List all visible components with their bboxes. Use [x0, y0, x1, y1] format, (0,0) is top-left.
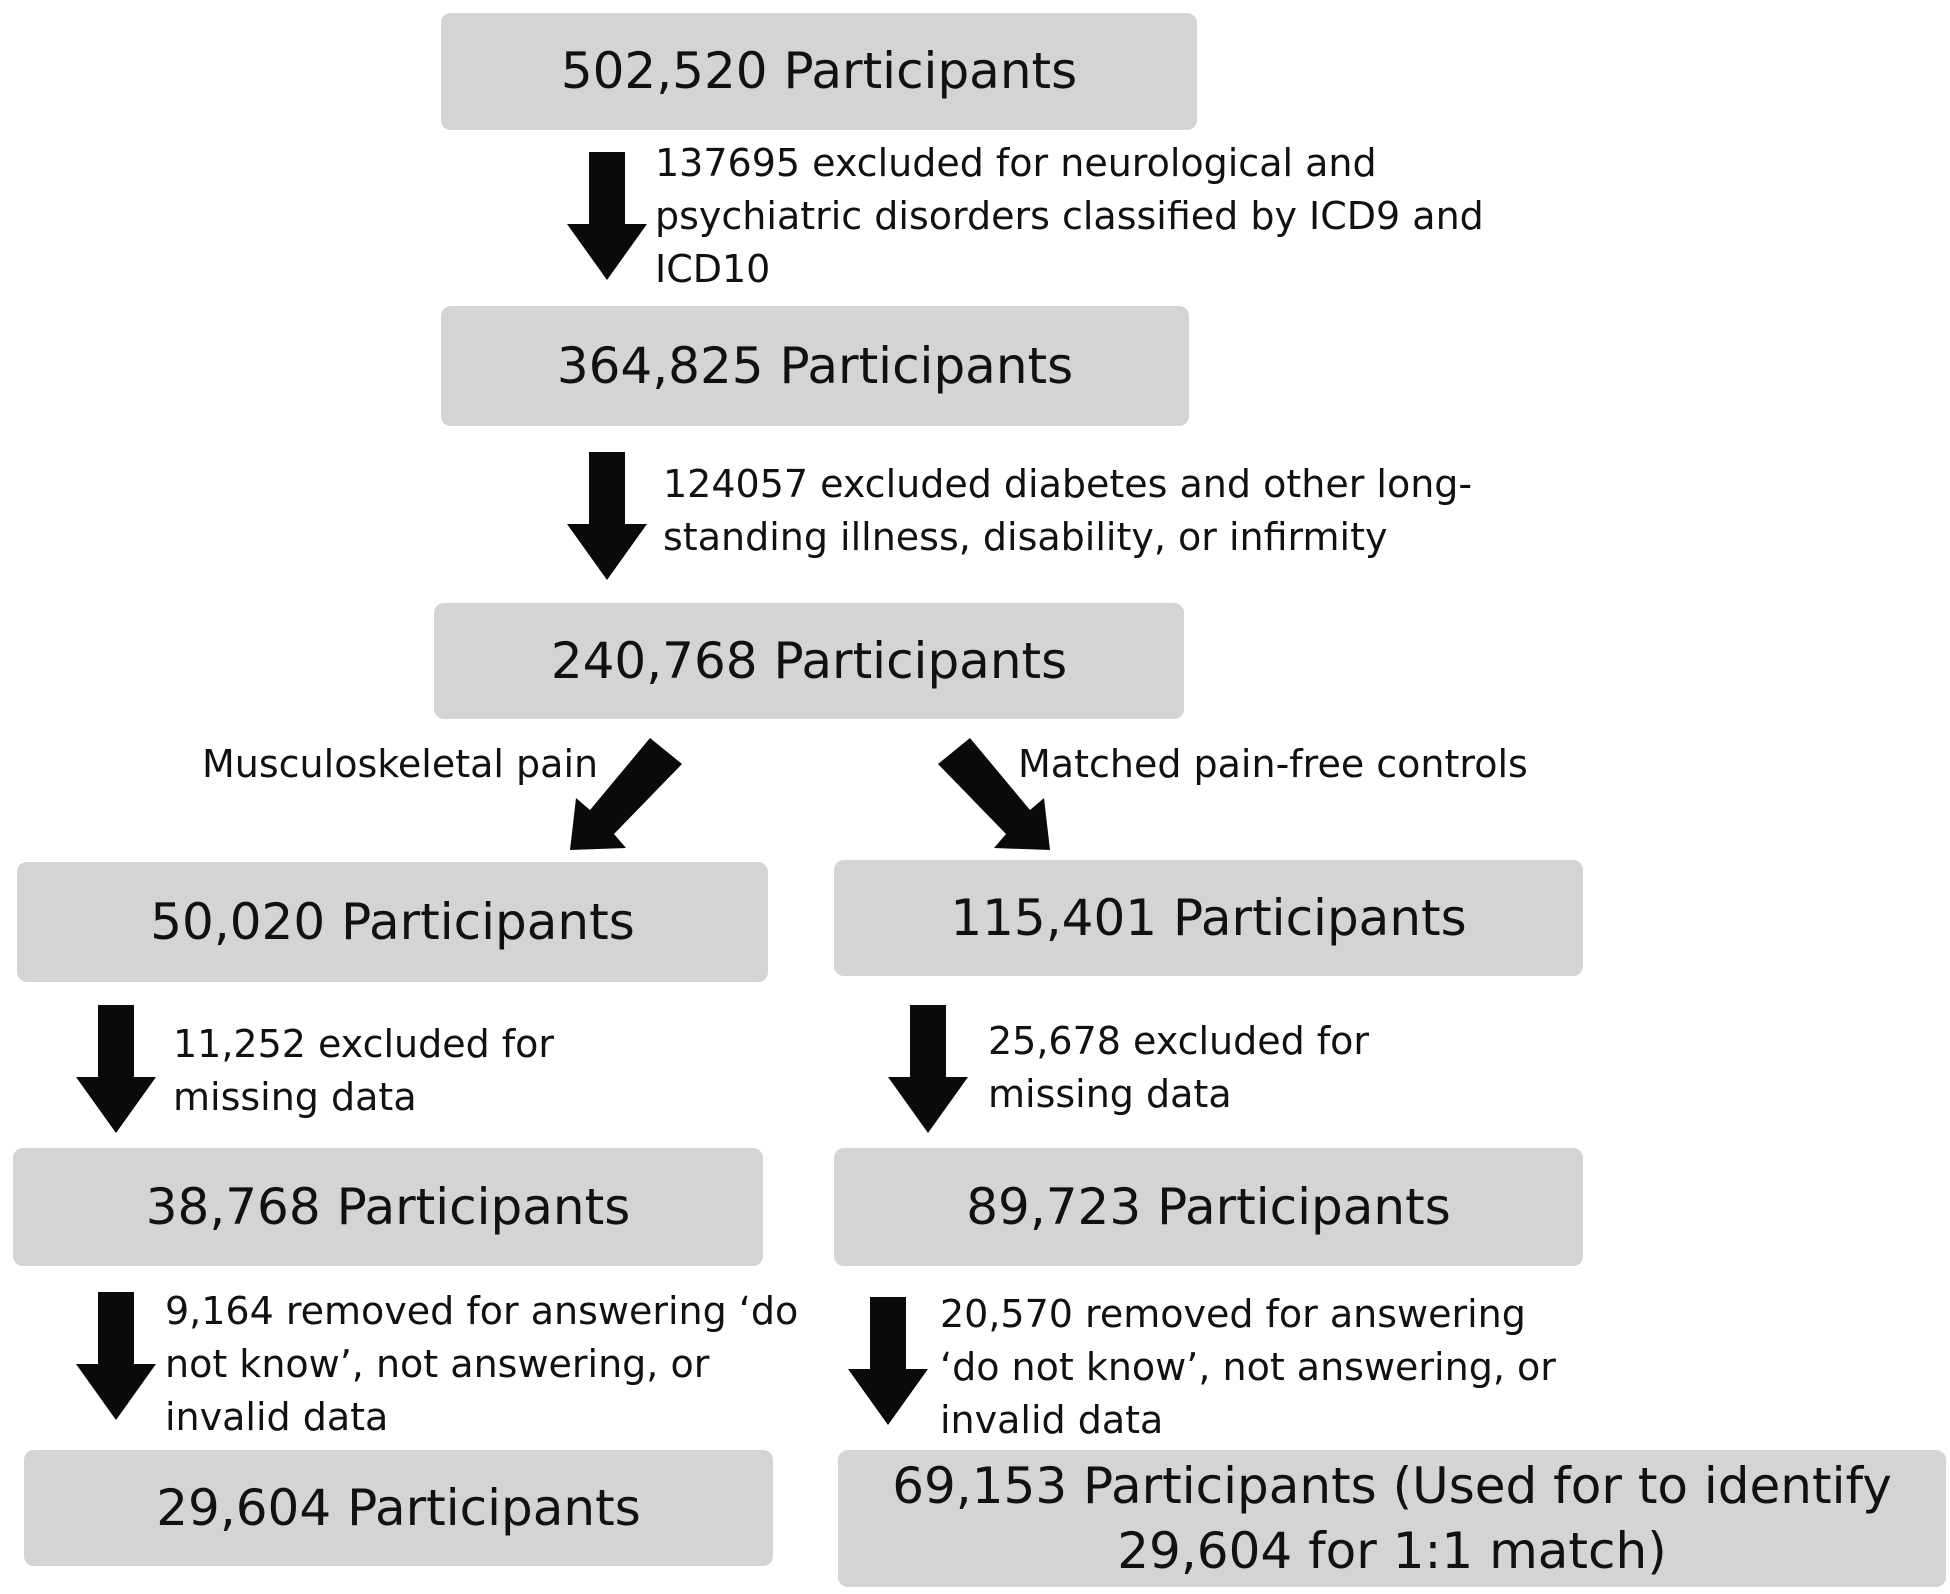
box-pain-after-missing: 38,768 Participants: [13, 1148, 763, 1266]
box-total-participants: 502,520 Participants: [441, 13, 1197, 130]
note-control-removed: 20,570 removed for answering ‘do not kno…: [940, 1292, 1556, 1442]
note-musculoskeletal-pain: Musculoskeletal pain: [202, 742, 599, 786]
box-after-neuro-exclusion: 364,825 Participants: [441, 306, 1189, 426]
note-pain-removed: 9,164 removed for answering ‘do not know…: [165, 1289, 799, 1439]
arrow-diagonal-right: [938, 738, 1050, 850]
box-pain-final: 29,604 Participants: [24, 1450, 773, 1566]
note-matched-controls: Matched pain-free controls: [1018, 742, 1528, 786]
box-pain-group: 50,020 Participants: [17, 862, 768, 982]
note-illness-exclusion: 124057 excluded diabetes and other long-…: [663, 462, 1473, 559]
box-control-final: 69,153 Participants (Used for to identif…: [838, 1450, 1946, 1587]
arrow-down-pain-2: [76, 1292, 156, 1420]
note-pain-missing: 11,252 excluded for missing data: [173, 1022, 555, 1119]
note-control-missing: 25,678 excluded for missing data: [988, 1019, 1370, 1116]
arrow-down-pain-1: [76, 1005, 156, 1133]
arrow-down-1: [567, 152, 647, 280]
note-neuro-exclusion: 137695 excluded for neurological and psy…: [655, 141, 1484, 291]
box-control-after-missing: 89,723 Participants: [834, 1148, 1583, 1266]
arrow-down-control-1: [888, 1005, 968, 1133]
arrow-down-control-2: [848, 1297, 928, 1425]
box-after-illness-exclusion: 240,768 Participants: [434, 603, 1184, 719]
box-control-group: 115,401 Participants: [834, 860, 1583, 976]
arrow-down-2: [567, 452, 647, 580]
arrow-diagonal-left: [570, 738, 682, 850]
